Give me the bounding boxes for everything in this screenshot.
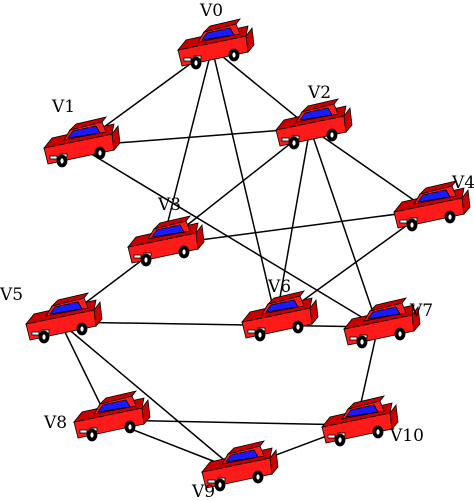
- node-label-v2: V2: [307, 83, 331, 103]
- node-label-v7: V7: [409, 301, 433, 321]
- node-label-v5: V5: [0, 285, 23, 305]
- car-icon: [320, 395, 399, 447]
- node-v7: V7: [342, 297, 433, 349]
- car-icon: [42, 116, 121, 168]
- car-icon: [126, 215, 205, 267]
- car-icon: [240, 290, 319, 342]
- node-label-v0: V0: [199, 1, 223, 21]
- node-v0: V0: [176, 1, 255, 70]
- car-icon: [342, 297, 421, 349]
- node-v1: V1: [42, 97, 121, 168]
- node-v10: V10: [320, 395, 424, 447]
- node-label-v8: V8: [43, 413, 67, 433]
- car-icon: [200, 440, 279, 492]
- node-v9: V9: [191, 440, 279, 501]
- car-icon: [274, 98, 353, 150]
- node-label-v1: V1: [51, 97, 75, 117]
- edge-v0-v3: [161, 47, 213, 246]
- car-icon: [24, 292, 103, 344]
- node-v5: V5: [0, 285, 103, 344]
- edge-v5-v7: [59, 321, 379, 328]
- edge-v0-v6: [211, 47, 277, 321]
- node-label-v4: V4: [451, 173, 474, 193]
- node-label-v9: V9: [191, 482, 215, 501]
- node-v6: V6: [240, 277, 319, 342]
- edge-v8-v10: [107, 419, 357, 426]
- node-label-v3: V3: [157, 195, 181, 215]
- car-icon: [392, 180, 471, 232]
- car-icon: [176, 18, 255, 70]
- edge-v3-v4: [161, 209, 429, 246]
- node-v3: V3: [126, 195, 205, 267]
- car-icon: [72, 390, 151, 442]
- node-label-v10: V10: [389, 426, 424, 446]
- edge-v2-v7: [309, 127, 379, 328]
- node-v2: V2: [274, 83, 353, 150]
- edge-v0-v2: [211, 47, 311, 129]
- edge-v2-v6: [275, 127, 311, 321]
- node-v4: V4: [392, 173, 474, 232]
- node-v8: V8: [43, 390, 151, 442]
- edge-v5-v9: [59, 321, 237, 471]
- edge-v2-v4: [309, 127, 429, 211]
- node-label-v6: V6: [267, 277, 291, 297]
